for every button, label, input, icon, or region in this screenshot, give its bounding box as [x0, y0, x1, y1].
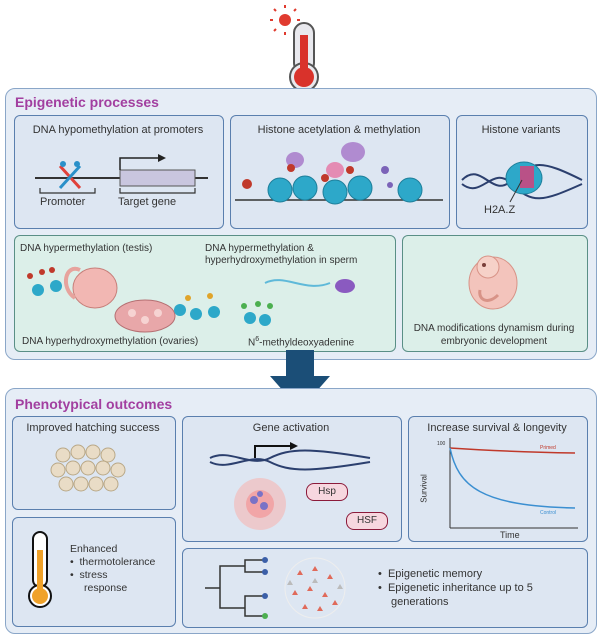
memory-item-2: • Epigenetic inheritance up to 5 — [378, 582, 533, 594]
hyperhydroxymethylation-ovaries-label: DNA hyperhydroxymethylation (ovaries) — [22, 336, 199, 347]
histone-acetylation-title: Histone acetylation & methylation — [257, 124, 421, 136]
gene-activation-diagram — [209, 442, 371, 530]
phenotypical-outcomes-title: Phenotypical outcomes — [15, 396, 173, 412]
hypermethylation-sperm-label-2: hyperhydroxymethylation in sperm — [205, 255, 358, 266]
enhanced-item-1: • thermotolerance — [70, 556, 156, 568]
hypermethylation-sperm-label-1: DNA hypermethylation & — [205, 243, 314, 254]
histone-variants-title: Histone variants — [481, 124, 561, 136]
primed-label: Primed — [540, 445, 556, 451]
control-label: Control — [540, 510, 557, 516]
memory-item-2-cont: generations — [391, 596, 449, 608]
survival-title: Increase survival & longevity — [427, 422, 567, 434]
enhanced-label: Enhanced — [70, 543, 118, 555]
survival-ytick: 100 — [437, 441, 446, 447]
eggs-illustration — [50, 444, 126, 492]
dna-hypomethylation-title: DNA hypomethylation at promoters — [32, 124, 204, 136]
embryo-illustration — [468, 255, 518, 310]
hypermethylation-testis-label: DNA hypermethylation (testis) — [20, 243, 153, 254]
hsf-tag: HSF — [346, 512, 388, 530]
thermometer-icon — [270, 5, 319, 92]
survival-ylabel: Survival — [419, 474, 429, 503]
h2az-label: H2A.Z — [484, 204, 516, 216]
embryo-title-1: DNA modifications dynamism during — [413, 323, 575, 334]
embryo-title-2: embryonic development — [440, 336, 548, 347]
hatching-panel — [12, 416, 176, 510]
survival-xlabel: Time — [500, 530, 520, 540]
hsp-tag: Hsp — [306, 483, 348, 501]
epigenetic-memory-panel — [182, 548, 588, 628]
survival-chart — [449, 438, 578, 529]
hatching-title: Improved hatching success — [26, 422, 160, 434]
survival-panel — [408, 416, 588, 542]
down-arrow-icon — [270, 350, 330, 410]
histone-variant-diagram — [461, 161, 583, 203]
embryo-panel — [402, 235, 588, 352]
memory-item-1: • Epigenetic memory — [378, 568, 483, 580]
tissue-illustrations — [27, 266, 355, 333]
enhanced-item-3: response — [84, 582, 128, 594]
promoter-label: Promoter — [40, 196, 86, 208]
target-gene-label: Target gene — [118, 196, 177, 208]
gene-activation-title: Gene activation — [252, 422, 330, 434]
thermometer-orange-icon — [28, 531, 52, 608]
n6-methyldeoxyadenine-label: N6-methyldeoxyadenine — [248, 336, 355, 349]
promoter-gene-diagram — [35, 154, 208, 194]
nucleosome-diagram — [235, 142, 443, 205]
enhanced-item-2: • stress — [70, 569, 108, 581]
epigenetic-processes-title: Epigenetic processes — [15, 94, 159, 110]
phylogeny-diagram — [205, 557, 346, 619]
